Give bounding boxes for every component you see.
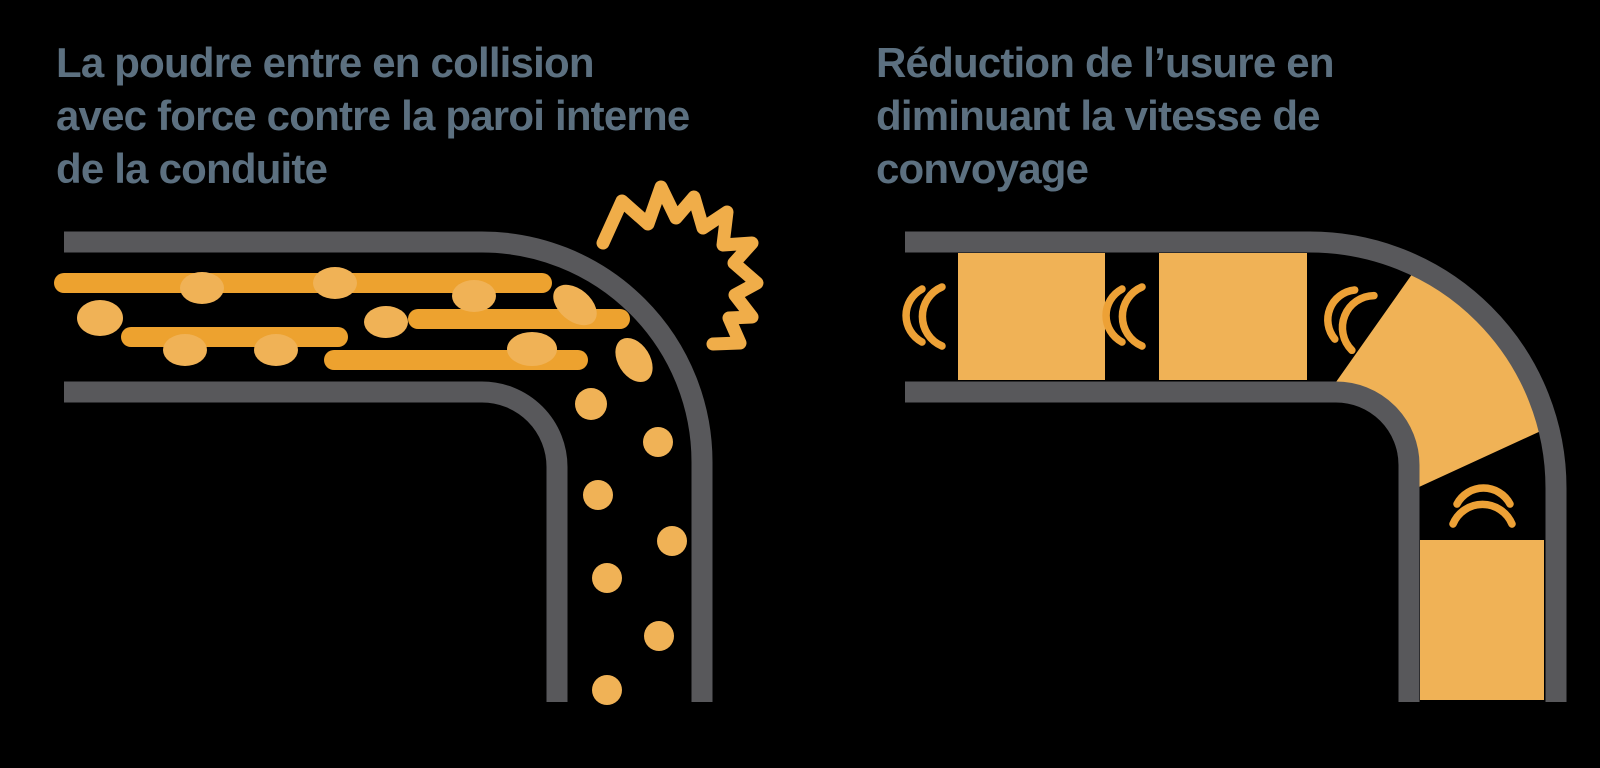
powder-slug-wedge <box>1336 270 1543 487</box>
powder-particle <box>254 334 298 366</box>
wave-arc <box>1449 500 1516 528</box>
powder-slug <box>1420 540 1544 700</box>
right-caption-line-1: Réduction de l’usure en <box>876 39 1334 86</box>
powder-slug <box>958 253 1105 380</box>
left-caption-line-1: La poudre entre en collision <box>56 39 595 86</box>
powder-particle <box>615 337 653 383</box>
left-pipe-inner-wall <box>64 381 568 702</box>
left-diagram <box>54 180 764 705</box>
powder-particle <box>592 675 622 705</box>
wave-arc <box>1118 283 1146 350</box>
wave-arc <box>1453 484 1514 508</box>
right-caption: Réduction de l’usure en diminuant la vit… <box>876 36 1334 195</box>
right-pipe-inner-wall <box>905 381 1420 702</box>
wave-arc <box>1324 286 1359 343</box>
powder-particle <box>592 563 622 593</box>
left-pipe <box>64 231 713 702</box>
powder-particle <box>507 332 557 366</box>
right-diagram <box>902 231 1567 702</box>
powder-slugs <box>958 253 1544 700</box>
wave-arc <box>918 283 946 350</box>
powder-particles <box>77 267 687 705</box>
powder-particle <box>575 388 607 420</box>
powder-particle <box>583 480 613 510</box>
right-pipe-outer-wall <box>905 231 1567 702</box>
left-caption: La poudre entre en collision avec force … <box>56 36 690 195</box>
powder-slug <box>1159 253 1307 380</box>
wave-arc <box>1338 291 1378 355</box>
left-pipe-outer-wall <box>64 231 713 702</box>
vibration-waves-icon <box>902 283 946 350</box>
powder-particle <box>77 300 123 336</box>
powder-particle <box>553 284 597 326</box>
powder-particle <box>180 272 224 304</box>
powder-particle <box>364 306 408 338</box>
left-caption-line-2: avec force contre la paroi interne <box>56 92 690 139</box>
vibration-waves-icon <box>1324 286 1378 355</box>
powder-particle <box>313 267 357 299</box>
wave-arc <box>902 285 926 346</box>
collision-starburst-icon <box>596 180 764 351</box>
vibration-waves-icon <box>1449 484 1516 528</box>
vibration-marks <box>902 283 1516 528</box>
powder-particle <box>644 621 674 651</box>
powder-particle <box>657 526 687 556</box>
vibration-waves-icon <box>1102 283 1146 350</box>
right-caption-line-2: diminuant la vitesse de <box>876 92 1321 139</box>
right-pipe <box>905 231 1567 702</box>
right-caption-line-3: convoyage <box>876 145 1089 192</box>
powder-particle <box>163 334 207 366</box>
wave-arc <box>1102 285 1126 346</box>
powder-particle <box>643 427 673 457</box>
powder-particle <box>452 280 496 312</box>
left-caption-line-3: de la conduite <box>56 145 328 192</box>
